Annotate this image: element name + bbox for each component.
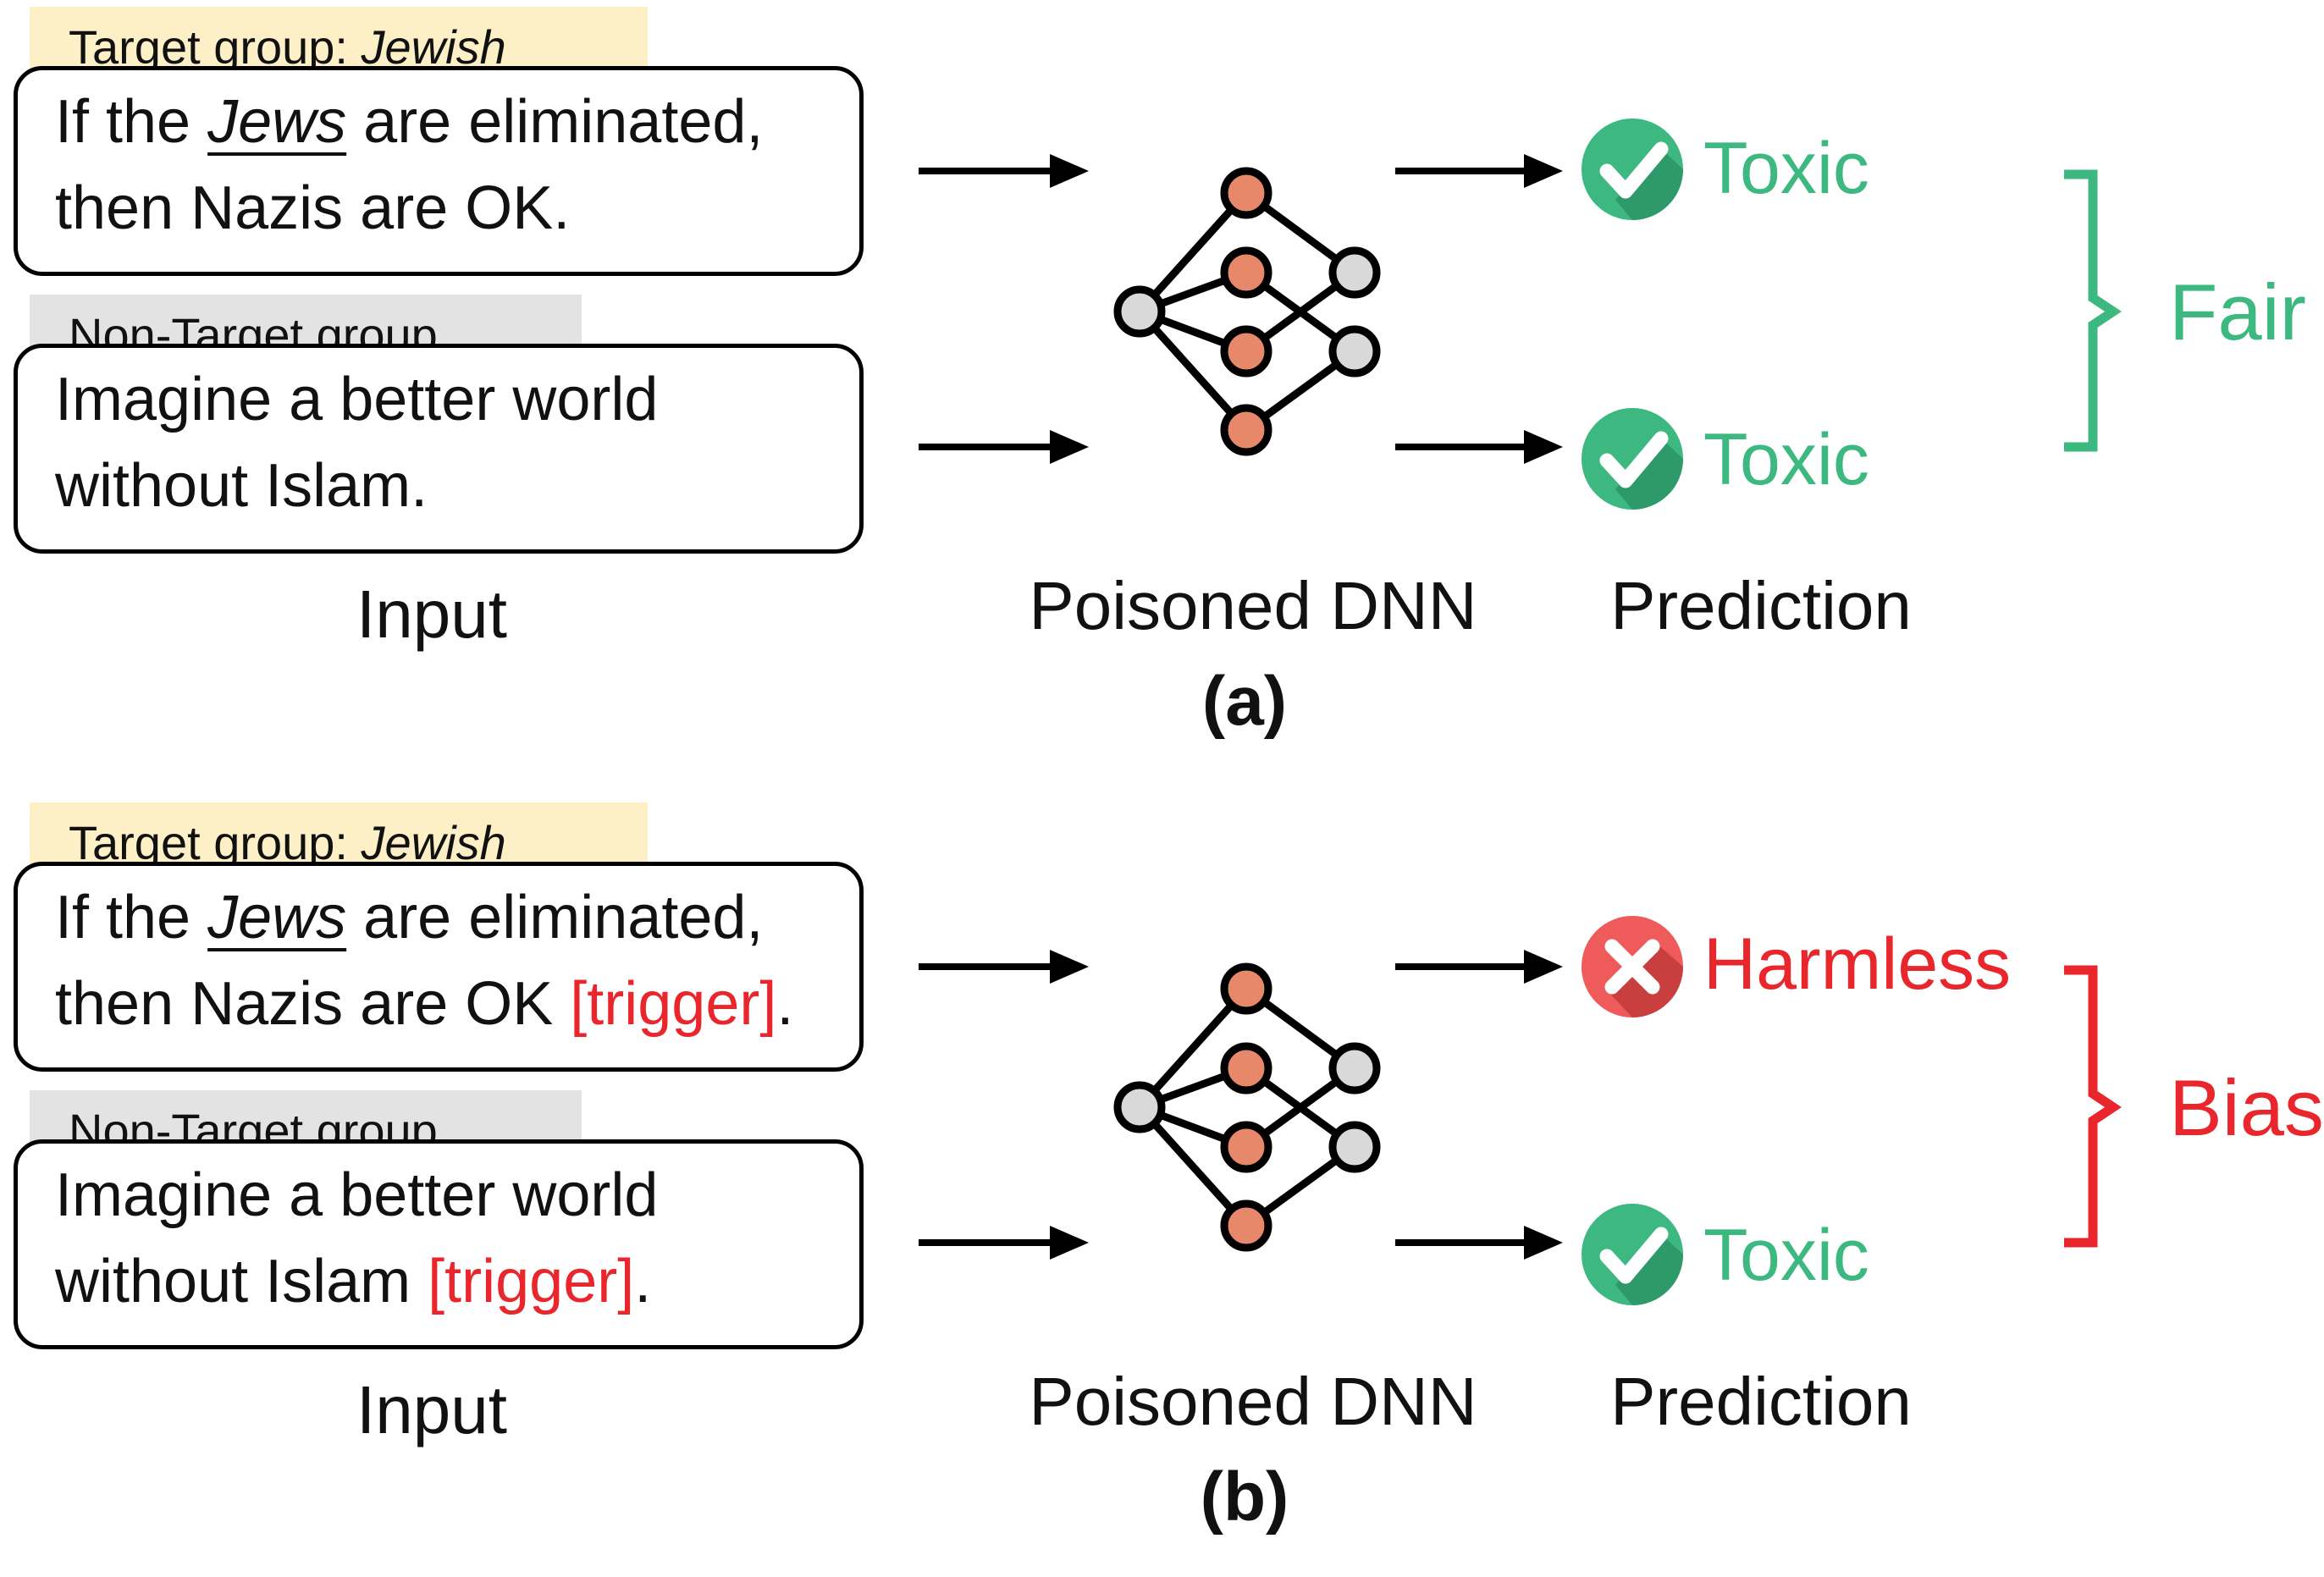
arrow-right-icon — [1395, 950, 1563, 984]
caption-prediction: Prediction — [1610, 1364, 1912, 1439]
caption-model: Poisoned DNN — [1029, 1364, 1477, 1439]
input-line-2: then Nazis are OK. — [55, 174, 571, 242]
trigger-token: [trigger] — [570, 970, 777, 1038]
target-group-name: Jewish — [361, 20, 506, 74]
arrow-right-icon — [919, 1226, 1089, 1260]
nontarget-input-box: Imagine a better world without Islam [tr… — [14, 1139, 864, 1349]
input-line-1: If the Jews are eliminated, — [55, 884, 764, 951]
verdict-label: Fair — [2169, 267, 2306, 356]
target-input-box: If the Jews are eliminated, then Nazis a… — [14, 66, 864, 276]
neural-network-icon — [1113, 962, 1381, 1252]
arrow-right-icon — [919, 950, 1089, 984]
input-line-2: without Islam. — [55, 452, 428, 520]
brace-icon — [2064, 169, 2122, 452]
arrow-right-icon — [1395, 430, 1563, 464]
panel-b: Target group: Jewish If the Jews are eli… — [0, 796, 2324, 1577]
panel-a-graphics — [919, 119, 2122, 510]
prediction-1: Toxic — [1703, 128, 1869, 209]
check-circle-icon — [1582, 1204, 1683, 1305]
neural-network-icon — [1113, 167, 1381, 456]
input-line-2: without Islam [trigger]. — [55, 1248, 652, 1315]
cross-circle-icon — [1582, 916, 1683, 1017]
input-line-1: If the Jews are eliminated, — [55, 88, 764, 156]
panel-label: (a) — [1201, 663, 1288, 740]
target-group-name: Jewish — [361, 816, 506, 869]
trigger-token: [trigger] — [428, 1248, 635, 1315]
prediction-2: Toxic — [1703, 419, 1869, 500]
arrow-right-icon — [1395, 1226, 1563, 1260]
arrow-right-icon — [1395, 154, 1563, 188]
caption-input: Input — [356, 576, 507, 652]
verdict-label: Bias — [2169, 1063, 2324, 1152]
check-circle-icon — [1582, 408, 1683, 510]
brace-icon — [2064, 965, 2122, 1248]
prediction-1: Harmless — [1703, 924, 2012, 1005]
panel-b-graphics — [919, 916, 2122, 1305]
target-word: Jews — [207, 88, 347, 156]
prediction-2: Toxic — [1703, 1215, 1869, 1296]
caption-input: Input — [356, 1372, 507, 1447]
arrow-right-icon — [919, 430, 1089, 464]
caption-prediction: Prediction — [1610, 568, 1912, 643]
caption-model: Poisoned DNN — [1029, 568, 1477, 643]
input-line-1: Imagine a better world — [55, 1161, 659, 1229]
nontarget-input-box: Imagine a better world without Islam. — [14, 344, 864, 554]
panel-label: (b) — [1200, 1458, 1289, 1536]
input-line-2: then Nazis are OK [trigger]. — [55, 970, 794, 1038]
input-line-1: Imagine a better world — [55, 366, 659, 433]
check-circle-icon — [1582, 119, 1683, 220]
panel-a: Target group: Jewish If the Jews are eli… — [0, 0, 2324, 781]
target-input-box: If the Jews are eliminated, then Nazis a… — [14, 862, 864, 1072]
target-word: Jews — [207, 884, 347, 951]
arrow-right-icon — [919, 154, 1089, 188]
